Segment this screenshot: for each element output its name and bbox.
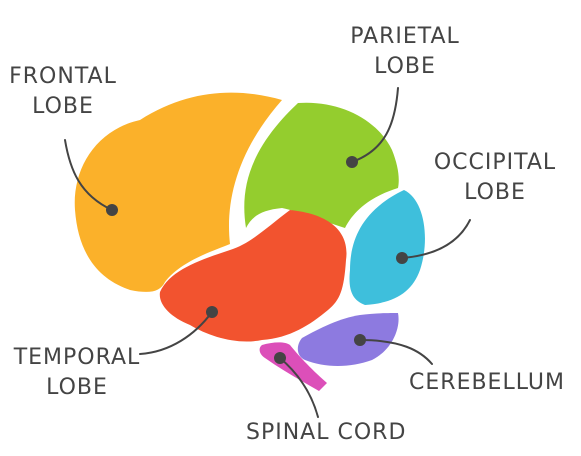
cerebellum-pointer-dot — [354, 334, 366, 346]
occipital-pointer-line — [401, 219, 471, 259]
frontal-lobe-label-line1: FRONTAL — [9, 64, 117, 89]
parietal-pointer-dot — [346, 156, 358, 168]
temporal-lobe-region — [159, 210, 347, 342]
occipital-lobe-label-line2: LOBE — [464, 180, 526, 205]
frontal-pointer-line — [64, 139, 113, 211]
spinal-cord-pointer-dot — [274, 352, 286, 364]
frontal-lobe-label: FRONTAL LOBE — [8, 62, 118, 122]
temporal-lobe-label-line2: LOBE — [46, 375, 108, 400]
temporal-pointer-dot — [206, 306, 218, 318]
cerebellum-label-text: CEREBELLUM — [409, 370, 565, 395]
occipital-lobe-region — [349, 190, 425, 305]
frontal-lobe-region — [74, 92, 282, 292]
frontal-pointer-dot — [106, 204, 118, 216]
temporal-lobe-label-line1: TEMPORAL — [13, 345, 141, 370]
parietal-lobe-label-line2: LOBE — [374, 54, 436, 79]
temporal-pointer-line — [139, 311, 213, 355]
parietal-lobe-region — [244, 102, 399, 228]
frontal-lobe-label-line2: LOBE — [32, 94, 94, 119]
parietal-pointer-line — [351, 87, 399, 163]
parietal-lobe-label-line1: PARIETAL — [350, 24, 460, 49]
temporal-lobe-label: TEMPORAL LOBE — [12, 343, 142, 403]
parietal-lobe-label: PARIETAL LOBE — [350, 22, 460, 82]
spinal-cord-label-text: SPINAL CORD — [246, 420, 407, 445]
spinal-cord-pointer-line — [279, 357, 319, 418]
occipital-lobe-label-line1: OCCIPITAL — [433, 150, 557, 175]
spinal-cord-label: SPINAL CORD — [246, 418, 406, 448]
cerebellum-pointer-line — [359, 339, 433, 365]
occipital-lobe-label: OCCIPITAL LOBE — [430, 148, 560, 208]
occipital-pointer-dot — [396, 252, 408, 264]
cerebellum-region — [297, 313, 399, 366]
cerebellum-label: CEREBELLUM — [402, 368, 572, 398]
